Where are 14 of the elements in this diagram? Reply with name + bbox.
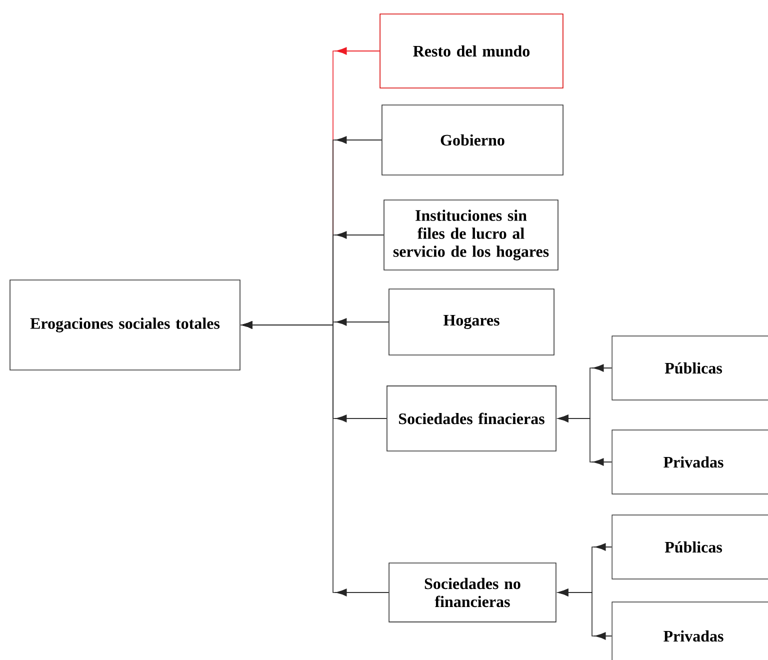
box: Privadas bbox=[612, 602, 768, 660]
box: Resto del mundo bbox=[380, 14, 564, 88]
box: Públicas bbox=[612, 336, 768, 400]
arrow bbox=[558, 414, 612, 466]
box: Instituciones sin files de lucro al servicio de los hogares bbox=[384, 200, 558, 270]
box: Gobierno bbox=[382, 104, 564, 176]
arrow bbox=[558, 588, 612, 640]
box: Privadas bbox=[612, 430, 768, 494]
box: Públicas bbox=[612, 514, 768, 580]
box: Sociedades no financieras bbox=[388, 562, 556, 622]
box: Erogaciones sociales totales bbox=[10, 280, 240, 370]
box: Hogares bbox=[388, 288, 554, 356]
box: Sociedades finacieras bbox=[386, 386, 556, 452]
arrow bbox=[242, 321, 390, 596]
